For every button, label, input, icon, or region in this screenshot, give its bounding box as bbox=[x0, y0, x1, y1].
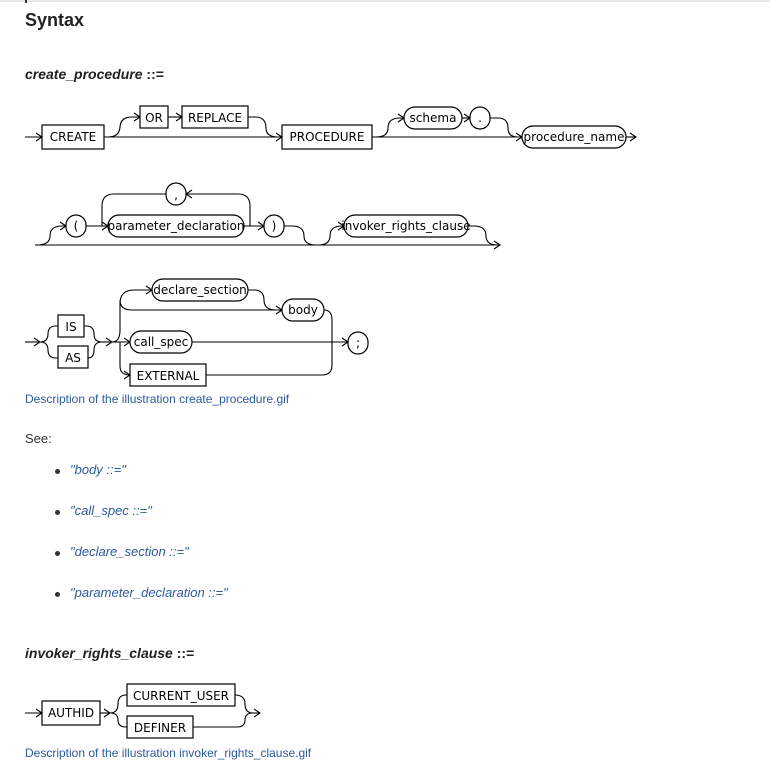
invoker-rights-illustration-link[interactable]: Description of the illustration invoker_… bbox=[25, 746, 312, 760]
declare-section-term: declare_section bbox=[153, 283, 247, 297]
production-assign: ::= bbox=[142, 66, 164, 82]
list-item: "parameter_declaration ::=" bbox=[25, 585, 228, 626]
current-user-keyword: CURRENT_USER bbox=[133, 689, 229, 703]
schema-term: schema bbox=[410, 111, 457, 125]
invoker-rights-clause-production: invoker_rights_clause ::= bbox=[25, 645, 194, 661]
authid-keyword-box bbox=[41, 700, 101, 726]
external-keyword: EXTERNAL bbox=[137, 369, 200, 383]
comma-symbol: , bbox=[174, 188, 178, 202]
invoker-rights-clause-diagram: AUTHID CURRENT_USER DEFINER bbox=[0, 678, 300, 742]
create-procedure-production: create_procedure ::= bbox=[25, 66, 164, 82]
list-item: "body ::=" bbox=[25, 462, 228, 503]
production-name: create_procedure bbox=[25, 66, 143, 82]
right-paren: ) bbox=[272, 219, 277, 233]
see-links-list: "body ::=" "call_spec ::=" "declare_sect… bbox=[25, 462, 228, 626]
top-tick bbox=[25, 0, 27, 3]
left-paren: ( bbox=[74, 219, 79, 233]
call-spec-ref-link[interactable]: "call_spec ::=" bbox=[70, 503, 152, 518]
body-term: body bbox=[288, 303, 318, 317]
or-keyword: OR bbox=[145, 111, 163, 125]
as-keyword-box bbox=[57, 345, 89, 369]
is-keyword: IS bbox=[65, 320, 76, 334]
invoker-rights-clause-term: invoker_rights_clause bbox=[341, 219, 470, 233]
replace-keyword: REPLACE bbox=[188, 111, 242, 125]
semicolon-box bbox=[347, 331, 369, 355]
definer-keyword: DEFINER bbox=[134, 721, 186, 735]
procedure-keyword: PROCEDURE bbox=[290, 130, 365, 144]
create-procedure-railroad: CREATE OR REPLACE PROCEDURE schema . pro… bbox=[25, 105, 637, 387]
syntax-heading: Syntax bbox=[25, 10, 85, 30]
create-procedure-diagram: CREATE OR REPLACE PROCEDURE schema . pro… bbox=[0, 95, 660, 390]
dot-symbol: . bbox=[478, 111, 482, 125]
create-procedure-illustration-link[interactable]: Description of the illustration create_p… bbox=[25, 392, 290, 406]
body-ref-link[interactable]: "body ::=" bbox=[70, 462, 126, 477]
parameter-declaration-ref-link[interactable]: "parameter_declaration ::=" bbox=[70, 585, 228, 600]
parameter-declaration-term: parameter_declaration bbox=[108, 219, 245, 233]
semicolon-symbol: ; bbox=[356, 336, 360, 350]
invoker-rights-railroad: AUTHID CURRENT_USER DEFINER bbox=[25, 683, 261, 739]
declare-section-ref-link[interactable]: "declare_section ::=" bbox=[70, 544, 189, 559]
create-keyword: CREATE bbox=[50, 130, 97, 144]
top-border bbox=[0, 0, 770, 2]
procedure-name-term: procedure_name bbox=[524, 130, 625, 144]
list-item: "call_spec ::=" bbox=[25, 503, 228, 544]
production-name: invoker_rights_clause bbox=[25, 645, 173, 661]
as-keyword: AS bbox=[65, 351, 81, 365]
see-label: See: bbox=[25, 431, 52, 446]
list-item: "declare_section ::=" bbox=[25, 544, 228, 585]
authid-keyword: AUTHID bbox=[48, 706, 94, 720]
production-assign: ::= bbox=[172, 645, 195, 661]
call-spec-term: call_spec bbox=[134, 335, 188, 349]
procedure-keyword-box bbox=[281, 124, 373, 150]
